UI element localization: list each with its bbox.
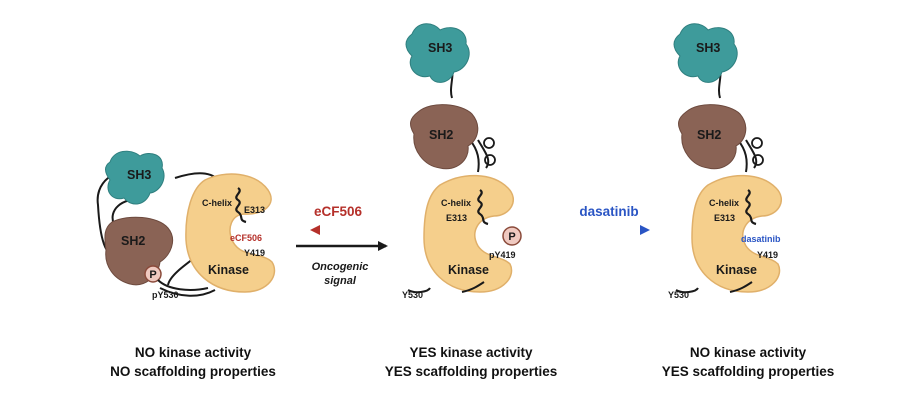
dasatinib-arrow-label: dasatinib	[579, 204, 638, 219]
sh2-domain	[678, 104, 747, 170]
sh3-label: SH3	[696, 41, 720, 55]
c-tail	[675, 281, 753, 294]
tail-label: Y530	[402, 290, 423, 300]
drug-label: eCF506	[230, 233, 262, 243]
caption-line: YES scaffolding properties	[661, 364, 835, 379]
kinase-domain	[185, 173, 276, 293]
drug-label: dasatinib	[741, 234, 781, 244]
sh3-domain	[673, 23, 738, 83]
signal-label: signal	[324, 275, 357, 287]
sh3-label: SH3	[428, 41, 452, 55]
e313-label: E313	[714, 213, 735, 223]
phosphate-icon	[144, 265, 162, 283]
c-helix-icon	[235, 187, 247, 224]
sh2-label: SH2	[697, 128, 721, 142]
linker-loop-icon	[752, 154, 764, 166]
phosphate-label: P	[149, 269, 156, 281]
kinase-label: Kinase	[448, 263, 489, 277]
sh2-domain	[104, 216, 173, 286]
tail-label: Y530	[668, 290, 689, 300]
c-tail	[407, 281, 485, 294]
y419-label: Y419	[244, 248, 265, 258]
panel-dasatinib: SH3 SH2 C-helix E313 dasatinib Y419 Kina…	[668, 23, 782, 300]
e313-label: E313	[244, 205, 265, 215]
oncogenic-label: Oncogenic	[312, 261, 369, 273]
caption-panel-3: NO kinase activity YES scaffolding prope…	[618, 343, 878, 381]
kinase-label: Kinase	[716, 263, 757, 277]
caption-line: YES scaffolding properties	[384, 364, 558, 379]
caption-line: NO kinase activity	[134, 345, 252, 360]
caption-line: NO kinase activity	[689, 345, 807, 360]
ecf506-arrow-label: eCF506	[314, 204, 363, 219]
c-helix-icon	[477, 189, 489, 226]
phosphate-label: P	[508, 231, 515, 243]
tail-label: pY530	[152, 290, 179, 300]
sh3-label: SH3	[127, 168, 151, 182]
linker-loop	[96, 168, 223, 297]
linker-loop-icon	[751, 137, 763, 149]
sh2-domain	[410, 104, 479, 170]
kinase-domain	[691, 174, 782, 293]
y419-label: Y419	[757, 250, 778, 260]
phosphate-icon	[502, 226, 522, 246]
c-helix-icon	[745, 189, 757, 226]
c-helix-label: C-helix	[709, 198, 739, 208]
caption-line: NO scaffolding properties	[110, 364, 276, 379]
kinase-domain	[423, 174, 514, 293]
sh2-label: SH2	[121, 234, 145, 248]
caption-panel-1: NO kinase activity NO scaffolding proper…	[63, 343, 323, 381]
y419-label: pY419	[489, 250, 516, 260]
panel-active: P SH3 SH2 C-helix E313 pY419 Kinase Y530	[402, 23, 522, 300]
caption-line: YES kinase activity	[409, 345, 533, 360]
caption-panel-2: YES kinase activity YES scaffolding prop…	[341, 343, 601, 381]
sh2-label: SH2	[429, 128, 453, 142]
c-tail	[157, 279, 209, 291]
c-helix-label: C-helix	[202, 198, 232, 208]
kinase-label: Kinase	[208, 263, 249, 277]
arrows-left: eCF506 Oncogenic signal	[296, 204, 390, 287]
sh3-domain	[105, 150, 165, 205]
panel-inactive: P SH3 SH2 C-helix E313 eCF506 Y419 Kinas…	[96, 150, 276, 300]
sh3-domain	[405, 23, 470, 83]
c-helix-label: C-helix	[441, 198, 471, 208]
linker-loop-icon	[484, 154, 496, 166]
e313-label: E313	[446, 213, 467, 223]
linker-loop-icon	[483, 137, 495, 149]
arrow-right: dasatinib	[568, 204, 650, 235]
